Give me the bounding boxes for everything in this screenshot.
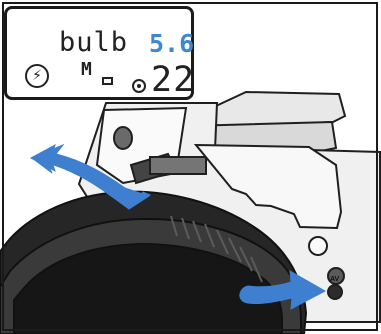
av-label: AV [330,276,339,283]
shutter-target-icon [132,79,146,93]
lcd-display-panel: bulb 5.6 M 22 ⚡ [4,6,194,100]
front-button-upper[interactable] [309,237,327,255]
top-dial[interactable] [114,127,132,149]
bulb-indicator: bulb [59,29,128,56]
shutter-value: 22 [151,63,195,98]
av-button-shadow [328,285,342,299]
aperture-value: 5.6 [149,31,194,56]
flash-icon: ⚡ [25,64,49,88]
small-square-icon [102,77,113,85]
control-dial[interactable] [150,157,206,174]
mode-indicator: M [81,61,92,79]
